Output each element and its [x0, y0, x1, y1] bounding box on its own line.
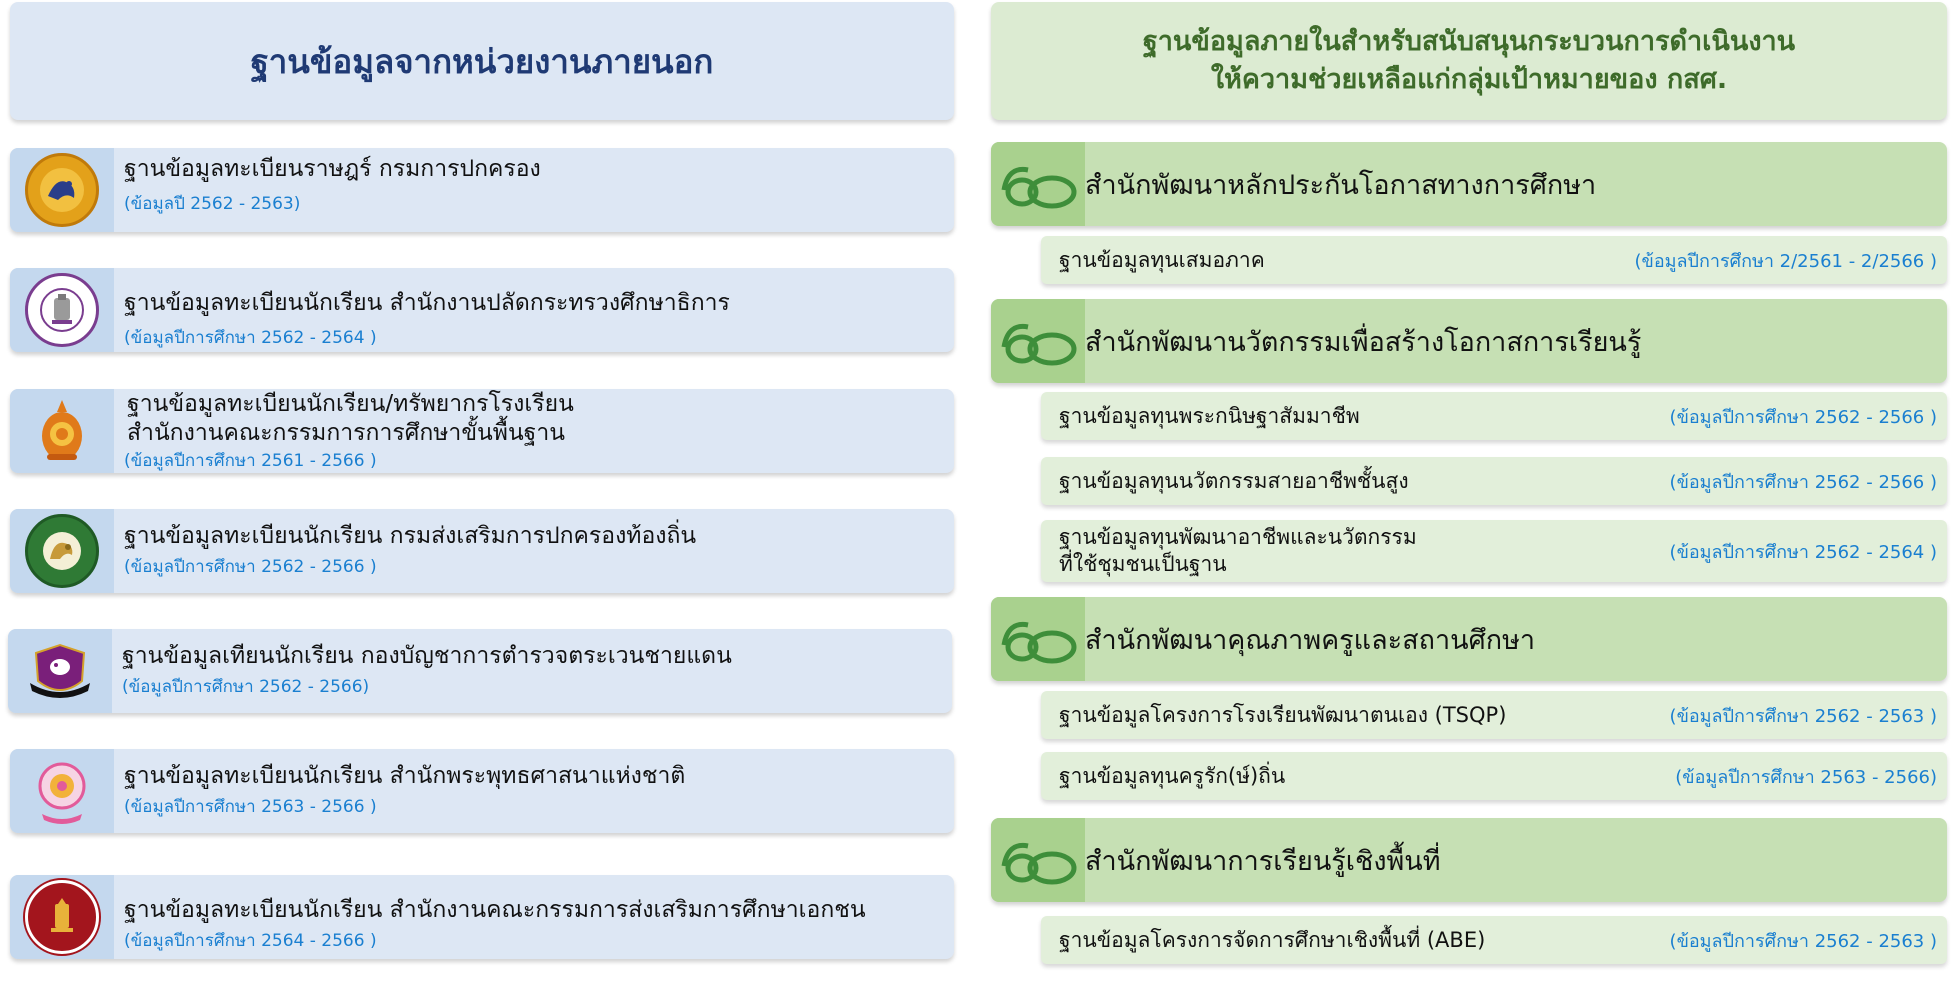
external-db-name: ฐานข้อมูลเทียนนักเรียน กองบัญชาการตำรวจต… — [122, 643, 732, 669]
office-header[interactable]: สำนักพัฒนาคุณภาพครูและสถานศึกษา — [991, 597, 1947, 681]
external-db-name-line1: ฐานข้อมูลทะเบียนนักเรียน/ทรัพยากรโรงเรีย… — [127, 391, 574, 417]
internal-db-name-line2: ที่ใช้ชุมชนเป็นฐาน — [1059, 552, 1227, 576]
internal-db-row[interactable]: ฐานข้อมูลทุนพระกนิษฐาสัมมาชีพ (ข้อมูลปีก… — [1041, 392, 1947, 440]
external-db-name: ฐานข้อมูลทะเบียนนักเรียน สำนักพระพุทธศาส… — [124, 763, 686, 789]
icon-box — [991, 597, 1085, 681]
internal-databases-header: ฐานข้อมูลภายในสำหรับสนับสนุนกระบวนการดำเ… — [991, 2, 1947, 120]
internal-db-name-line1: ฐานข้อมูลทุนพัฒนาอาชีพและนวัตกรรม — [1059, 525, 1417, 549]
internal-db-years: (ข้อมูลปีการศึกษา 2/2561 - 2/2566 ) — [1634, 250, 1937, 272]
internal-db-name: ฐานข้อมูลทุนพระกนิษฐาสัมมาชีพ — [1059, 403, 1360, 428]
external-db-years: (ข้อมูลปีการศึกษา 2562 - 2566 ) — [124, 557, 377, 577]
logo-box — [10, 509, 114, 593]
external-databases-title: ฐานข้อมูลจากหน่วยงานภายนอก — [250, 41, 714, 81]
office-name: สำนักพัฒนาการเรียนรู้เชิงพื้นที่ — [1085, 845, 1441, 877]
external-db-card[interactable]: ฐานข้อมูลทะเบียนนักเรียน สำนักงานคณะกรรม… — [10, 875, 954, 959]
eef-logo-icon — [1001, 166, 1077, 209]
internal-db-name: ฐานข้อมูลโครงการโรงเรียนพัฒนาตนเอง (TSQP… — [1059, 702, 1507, 727]
internal-db-years: (ข้อมูลปีการศึกษา 2563 - 2566) — [1675, 766, 1937, 788]
internal-db-name: ฐานข้อมูลทุนนวัตกรรมสายอาชีพชั้นสูง — [1059, 468, 1409, 493]
office-header[interactable]: สำนักพัฒนาหลักประกันโอกาสทางการศึกษา — [991, 142, 1947, 226]
internal-db-name: ฐานข้อมูลทุนเสมอภาค — [1059, 247, 1265, 272]
icon-box — [991, 299, 1085, 383]
eef-logo-icon — [1001, 621, 1077, 664]
eef-logo-icon — [1001, 323, 1077, 366]
rname: ฐานข้อมูลทุนพัฒนาอาชีพและนวัตกรรม ที่ใช้… — [1059, 520, 1417, 582]
external-db-card[interactable]: ฐานข้อมูลเทียนนักเรียน กองบัญชาการตำรวจต… — [8, 629, 952, 713]
external-db-years: (ข้อมูลปีการศึกษา 2564 - 2566 ) — [124, 931, 377, 951]
external-db-years: (ข้อมูลปีการศึกษา 2563 - 2566 ) — [124, 797, 377, 817]
external-databases-header: ฐานข้อมูลจากหน่วยงานภายนอก — [10, 2, 954, 120]
internal-db-years: (ข้อมูลปีการศึกษา 2562 - 2566 ) — [1669, 471, 1937, 493]
external-db-card[interactable]: ฐานข้อมูลทะเบียนนักเรียน สำนักพระพุทธศาส… — [10, 749, 954, 833]
eef-logo-icon — [1001, 842, 1077, 885]
external-db-name: ฐานข้อมูลทะเบียนนักเรียน สำนักงานปลัดกระ… — [124, 290, 730, 316]
internal-db-name: ฐานข้อมูลโครงการจัดการศึกษาเชิงพื้นที่ (… — [1059, 927, 1486, 952]
internal-db-years: (ข้อมูลปีการศึกษา 2562 - 2566 ) — [1669, 406, 1937, 428]
internal-db-row[interactable]: ฐานข้อมูลทุนนวัตกรรมสายอาชีพชั้นสูง (ข้อ… — [1041, 457, 1947, 505]
internal-db-row[interactable]: ฐานข้อมูลโครงการโรงเรียนพัฒนาตนเอง (TSQP… — [1041, 691, 1947, 739]
internal-db-row[interactable]: ฐานข้อมูลทุนพัฒนาอาชีพและนวัตกรรม ที่ใช้… — [1041, 520, 1947, 582]
internal-db-row[interactable]: ฐานข้อมูลทุนครูรัก(ษ์)ถิ่น (ข้อมูลปีการศ… — [1041, 752, 1947, 800]
external-db-name-line2: สำนักงานคณะกรรมการการศึกษาขั้นพื้นฐาน — [127, 420, 565, 446]
bpp-badge-icon — [26, 637, 94, 705]
external-db-years: (ข้อมูลปีการศึกษา 2562 - 2566) — [122, 677, 370, 697]
logo-box — [10, 749, 114, 833]
logo-box — [10, 148, 114, 232]
opec-seal-icon — [25, 880, 99, 954]
internal-db-row[interactable]: ฐานข้อมูลทุนเสมอภาค (ข้อมูลปีการศึกษา 2/… — [1041, 236, 1947, 284]
moe-seal-icon — [25, 273, 99, 347]
dopa-seal-icon — [25, 153, 99, 227]
logo-box — [10, 268, 114, 352]
office-header[interactable]: สำนักพัฒนานวัตกรรมเพื่อสร้างโอกาสการเรีย… — [991, 299, 1947, 383]
internal-db-row[interactable]: ฐานข้อมูลโครงการจัดการศึกษาเชิงพื้นที่ (… — [1041, 916, 1947, 964]
internal-db-years: (ข้อมูลปีการศึกษา 2562 - 2563 ) — [1669, 930, 1937, 952]
icon-box — [991, 818, 1085, 902]
icon-box — [991, 142, 1085, 226]
external-db-years: (ข้อมูลปีการศึกษา 2561 - 2566 ) — [124, 451, 377, 471]
internal-db-years: (ข้อมูลปีการศึกษา 2562 - 2564 ) — [1669, 541, 1937, 563]
nob-dharma-wheel-icon — [28, 757, 96, 825]
internal-db-name: ฐานข้อมูลทุนครูรัก(ษ์)ถิ่น — [1059, 763, 1286, 788]
logo-box — [10, 389, 114, 473]
logo-box — [10, 875, 114, 959]
internal-db-years: (ข้อมูลปีการศึกษา 2562 - 2563 ) — [1669, 705, 1937, 727]
office-name: สำนักพัฒนาคุณภาพครูและสถานศึกษา — [1085, 624, 1536, 656]
obec-seal-icon — [28, 397, 96, 465]
external-db-name: ฐานข้อมูลทะเบียนนักเรียน สำนักงานคณะกรรม… — [124, 897, 866, 923]
external-db-name: ฐานข้อมูลทะเบียนราษฎร์ กรมการปกครอง — [124, 156, 541, 182]
office-name: สำนักพัฒนานวัตกรรมเพื่อสร้างโอกาสการเรีย… — [1085, 326, 1642, 358]
external-db-card[interactable]: ฐานข้อมูลทะเบียนนักเรียน กรมส่งเสริมการป… — [10, 509, 954, 593]
external-db-years: (ข้อมูลปี 2562 - 2563) — [124, 194, 301, 214]
external-db-card[interactable]: ฐานข้อมูลทะเบียนราษฎร์ กรมการปกครอง (ข้อ… — [10, 148, 954, 232]
external-db-years: (ข้อมูลปีการศึกษา 2562 - 2564 ) — [124, 328, 377, 348]
dla-seal-icon — [25, 514, 99, 588]
external-db-card[interactable]: ฐานข้อมูลทะเบียนนักเรียน สำนักงานปลัดกระ… — [10, 268, 954, 352]
office-name: สำนักพัฒนาหลักประกันโอกาสทางการศึกษา — [1085, 169, 1597, 201]
external-db-card[interactable]: ฐานข้อมูลทะเบียนนักเรียน/ทรัพยากรโรงเรีย… — [10, 389, 954, 473]
external-db-name: ฐานข้อมูลทะเบียนนักเรียน กรมส่งเสริมการป… — [124, 523, 697, 549]
internal-databases-title-line1: ฐานข้อมูลภายในสำหรับสนับสนุนกระบวนการดำเ… — [1142, 26, 1796, 57]
logo-box — [8, 629, 112, 713]
internal-databases-title-line2: ให้ความช่วยเหลือแก่กลุ่มเป้าหมายของ กสศ. — [1210, 64, 1728, 95]
office-header[interactable]: สำนักพัฒนาการเรียนรู้เชิงพื้นที่ — [991, 818, 1947, 902]
